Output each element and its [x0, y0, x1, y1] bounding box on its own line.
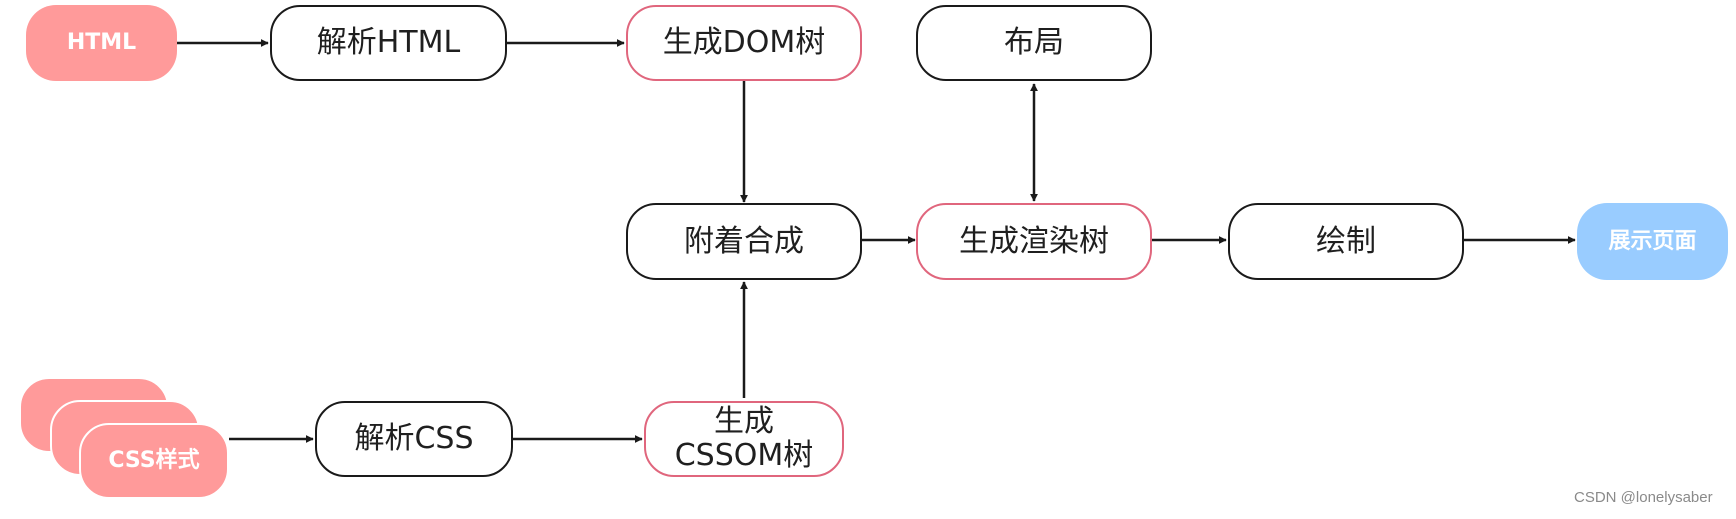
paint-node: 绘制: [1228, 203, 1464, 280]
dom-tree-node: 生成DOM树: [626, 5, 862, 81]
attach-node: 附着合成: [626, 203, 862, 280]
watermark: CSDN @lonelysaber: [1574, 489, 1713, 506]
cssom-tree-node: 生成 CSSOM树: [644, 401, 844, 477]
html-source-node: HTML: [26, 5, 177, 81]
layout-node: 布局: [916, 5, 1152, 81]
parse-css-node: 解析CSS: [315, 401, 513, 477]
cssom-label-line-2: CSSOM树: [674, 438, 814, 473]
parse-html-node: 解析HTML: [270, 5, 507, 81]
render-tree-node: 生成渲染树: [916, 203, 1152, 280]
cssom-label-line-1: 生成: [714, 404, 774, 439]
display-page-node: 展示页面: [1577, 203, 1728, 280]
css-style-source-node: CSS样式: [79, 423, 229, 499]
